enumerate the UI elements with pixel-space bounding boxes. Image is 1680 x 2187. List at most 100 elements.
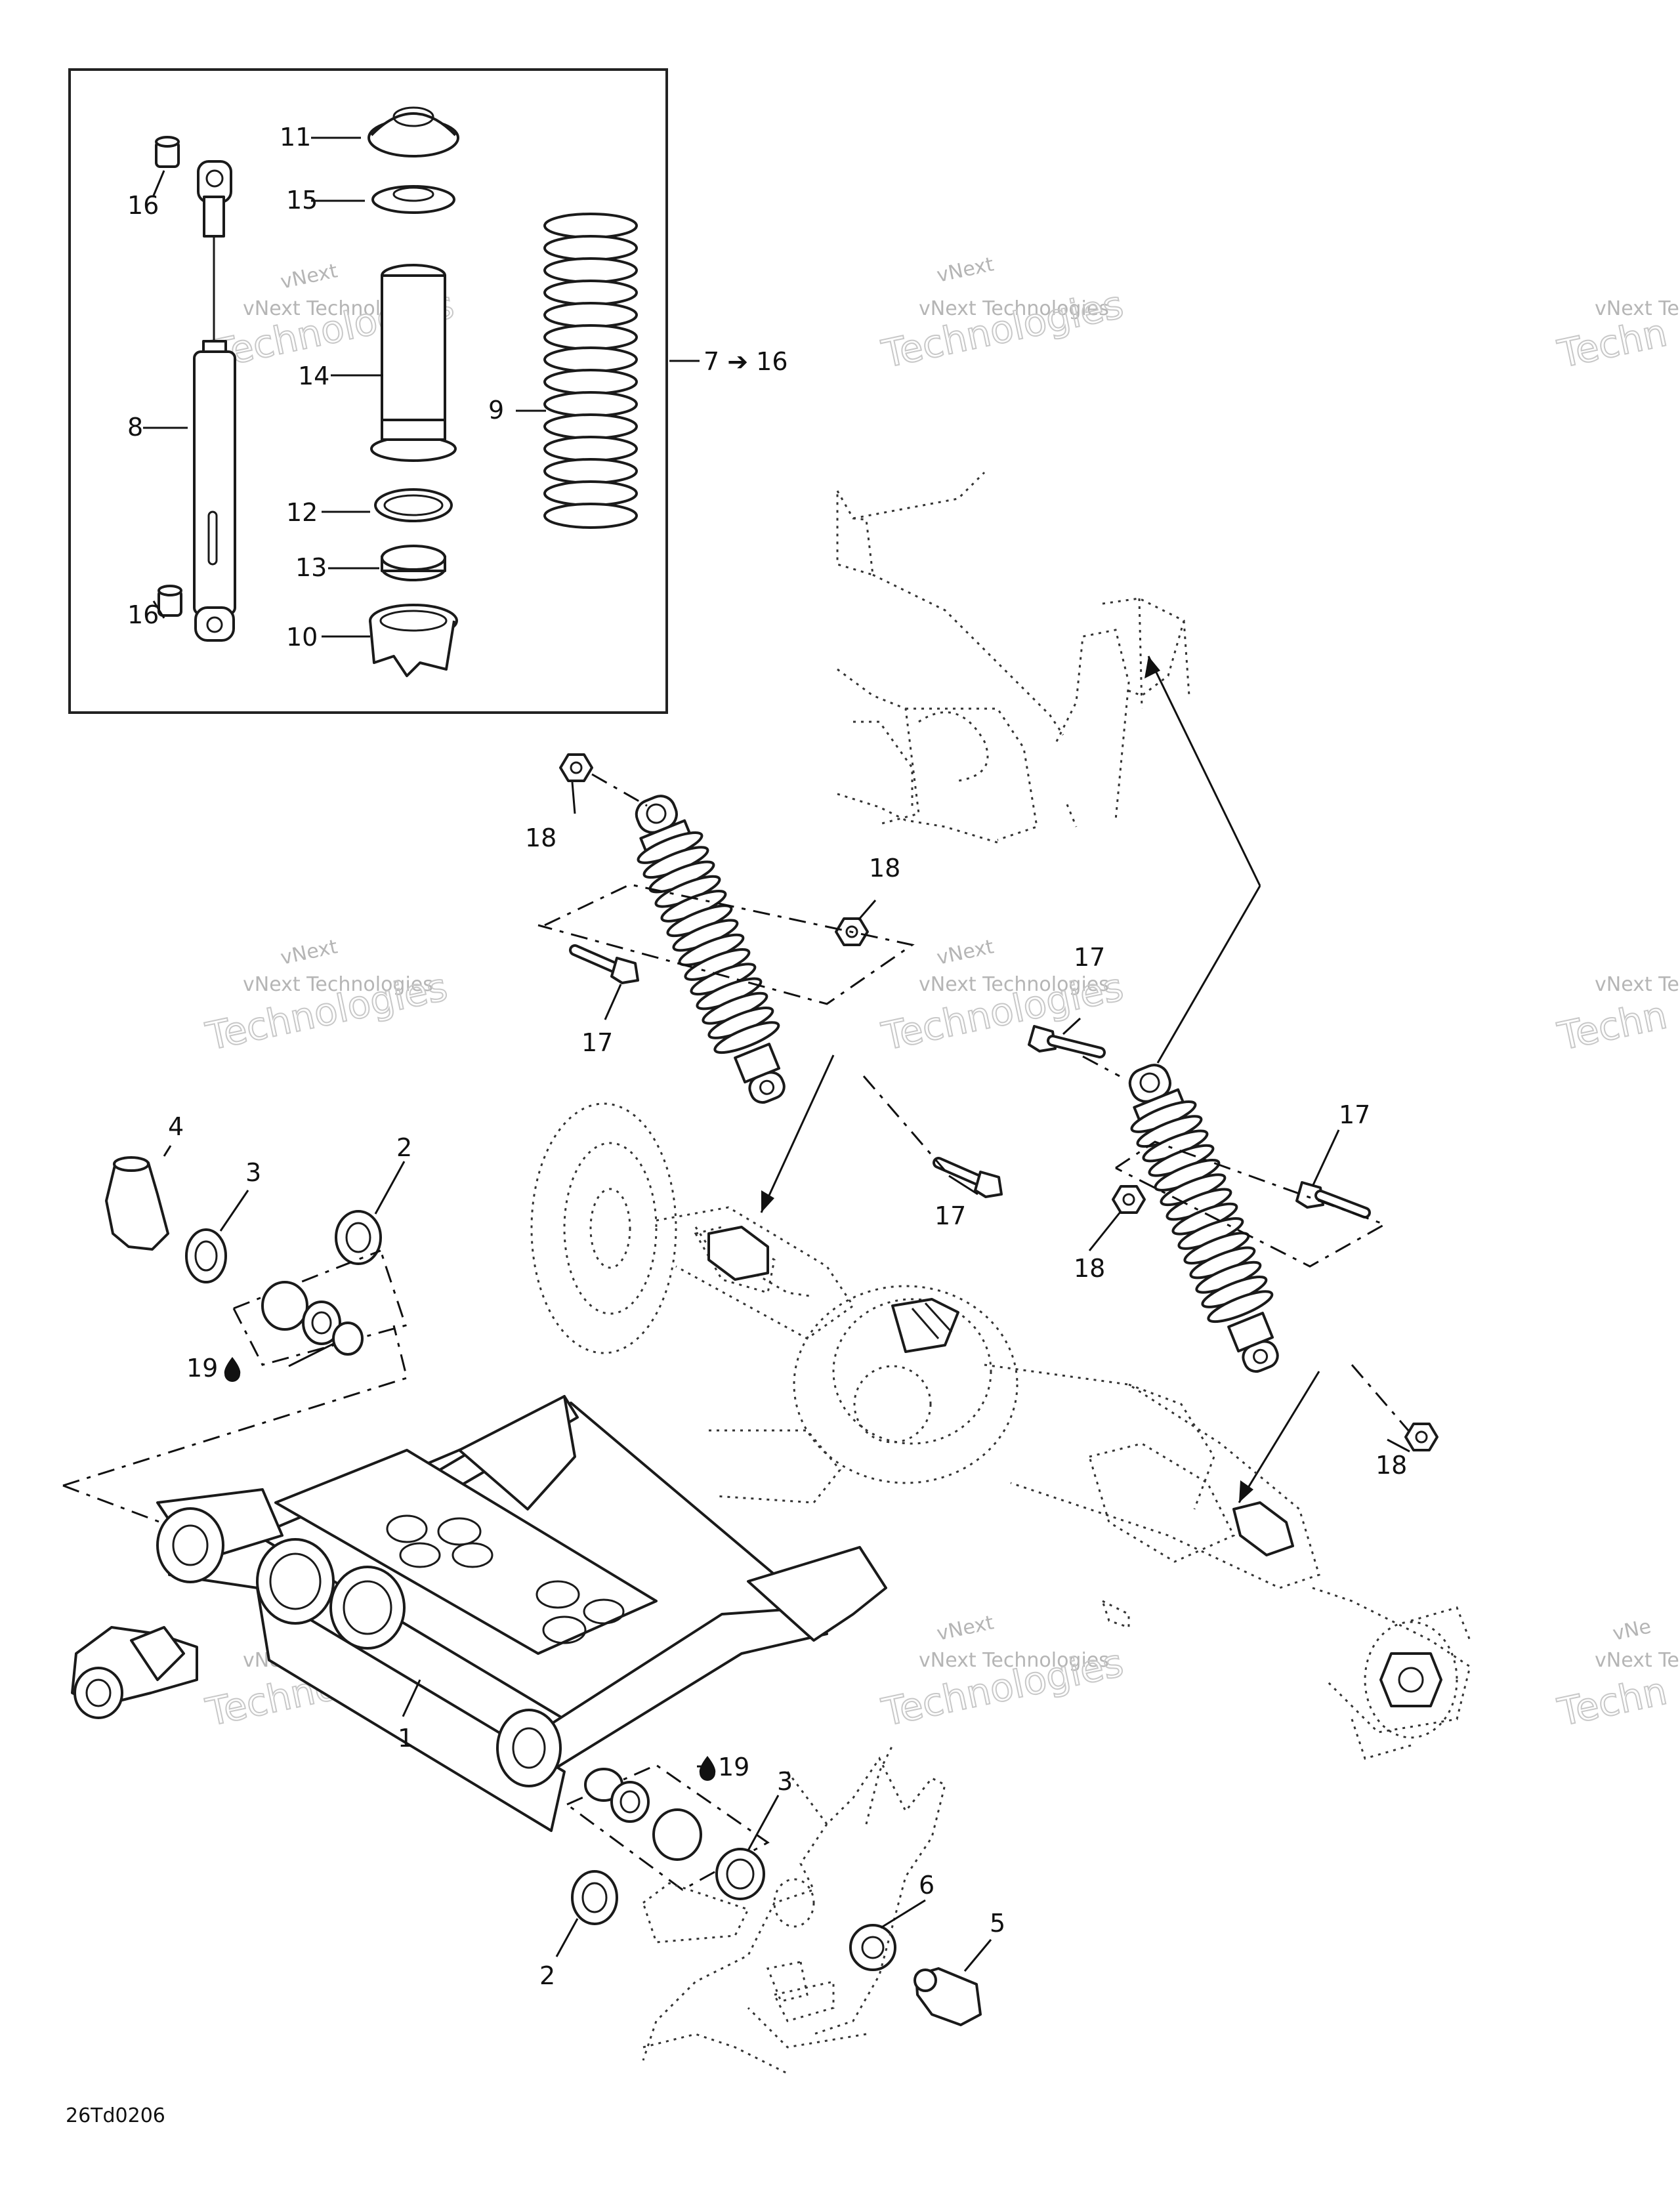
bushing-part-16-top	[155, 136, 180, 168]
callout-12: 12	[286, 498, 318, 527]
shock-component	[1207, 1290, 1274, 1323]
watermark-edge: vNext Te	[1595, 1649, 1679, 1672]
collar-part-13	[381, 545, 446, 581]
callout-17-b: 17	[934, 1201, 966, 1230]
callout-11: 11	[280, 123, 311, 152]
spring-coil	[543, 280, 638, 306]
main-leaders	[163, 781, 1410, 1972]
pivot-pin-part-5	[914, 1967, 982, 2026]
spring-coil	[543, 458, 638, 484]
callout-16-top: 16	[127, 191, 159, 220]
spring-coil	[543, 413, 638, 440]
callout-10: 10	[286, 623, 318, 652]
spring-coil	[543, 346, 638, 373]
shock-component	[1253, 1348, 1269, 1364]
shock-absorber-part-8	[193, 160, 236, 642]
clip-part-15	[371, 185, 455, 214]
shock-component	[1139, 1072, 1160, 1093]
shock-component	[1242, 1340, 1279, 1373]
spring-coil	[543, 503, 638, 529]
callout-3-right: 3	[777, 1767, 793, 1796]
universal-joint	[71, 1626, 198, 1719]
callout-18-c: 18	[1074, 1254, 1105, 1283]
callout-3-left: 3	[245, 1158, 261, 1187]
bearing-part-2-left	[335, 1210, 382, 1265]
callout-labels: 11 15 14 12 13 10 8 9 7 ➔ 16 16 16 18 18…	[127, 123, 1407, 1990]
shock-assembly-left	[635, 795, 786, 1104]
callout-7-16: 7 ➔ 16	[704, 347, 788, 376]
spring-coil	[543, 213, 638, 239]
coil-spring-part-9	[543, 213, 638, 529]
bolt-part-17-c	[1028, 1025, 1106, 1058]
spring-coil	[543, 235, 638, 261]
callout-18-b: 18	[869, 854, 900, 883]
callout-2-left: 2	[396, 1133, 412, 1162]
shock-component	[646, 803, 667, 824]
callout-4: 4	[168, 1112, 184, 1141]
inset-leaders	[143, 136, 700, 638]
swing-arm-part-1	[156, 1395, 887, 1832]
callout-14: 14	[298, 362, 329, 390]
shock-component	[759, 1079, 775, 1095]
watermark-vnext: vNext	[934, 253, 996, 287]
spring-coil	[543, 302, 638, 328]
pivot-pin-part-4	[105, 1156, 169, 1251]
watermark-vnext: vNext	[934, 1611, 996, 1646]
adjuster-part-10	[369, 604, 458, 677]
callout-19-right: 19	[718, 1753, 749, 1781]
bearing-set-left	[62, 1249, 408, 1525]
bolt-part-17-d	[1295, 1181, 1371, 1218]
callout-18-d: 18	[1376, 1451, 1407, 1480]
seal-part-3-left	[185, 1228, 227, 1283]
bushing-part-16-bottom	[158, 585, 182, 617]
watermark-edge-big: Techn	[1554, 993, 1671, 1059]
nut-part-18-a	[559, 753, 593, 782]
watermark-edge: vNext Te	[1595, 973, 1679, 996]
watermark-edge-small: vNe	[1610, 1615, 1653, 1645]
watermark-text: vNext Technologies	[919, 973, 1109, 996]
watermark-big: Technologies	[878, 282, 1127, 377]
spring-retainer-part-11	[368, 106, 459, 157]
shock-assembly-right	[1128, 1064, 1279, 1373]
ring-part-12	[374, 488, 453, 522]
nut-part-18-c	[1112, 1185, 1146, 1214]
bearing-set-right	[565, 1764, 770, 1891]
callout-13: 13	[295, 553, 327, 582]
callout-9: 9	[488, 396, 504, 425]
spring-coil	[543, 436, 638, 462]
rear-axle-ghost	[530, 1102, 1471, 1760]
callout-15: 15	[286, 186, 318, 215]
spring-coil	[543, 324, 638, 350]
spring-coil	[543, 480, 638, 507]
callout-2-right: 2	[539, 1961, 555, 1990]
mount-arrow	[1144, 656, 1261, 1064]
callout-5: 5	[990, 1909, 1005, 1938]
shock-component	[713, 1021, 780, 1054]
callout-8: 8	[127, 413, 143, 442]
axle-solid-details	[707, 1226, 1442, 1707]
watermark-edge-big: Techn	[1554, 310, 1671, 377]
callout-17-c: 17	[1074, 943, 1105, 972]
watermark-text: vNext Technologies	[919, 297, 1109, 320]
watermark-text: vNext Technologies	[919, 1649, 1109, 1672]
seal-part-3-right	[715, 1848, 765, 1900]
callout-6: 6	[919, 1871, 934, 1900]
spring-coil	[543, 391, 638, 417]
callout-18-a: 18	[525, 823, 556, 852]
watermark-edge: vNext Te	[1595, 297, 1679, 320]
nut-part-6	[849, 1924, 896, 1971]
boot-part-14	[370, 264, 457, 462]
watermark-vnext: vNext	[278, 259, 339, 294]
callout-17-d: 17	[1339, 1100, 1370, 1129]
watermark-text: vNext Technologies	[243, 973, 433, 996]
watermark-vnext: vNext	[934, 935, 996, 970]
frame-lower-ghost	[642, 1745, 946, 2075]
figure-code: 26Td0206	[66, 2104, 165, 2127]
frame-upper-ghost	[836, 471, 1190, 844]
watermark-vnext: vNext	[278, 935, 339, 970]
inset-frame	[68, 68, 668, 714]
watermark-edge-big: Techn	[1554, 1669, 1671, 1735]
callout-16-bottom: 16	[127, 600, 159, 629]
